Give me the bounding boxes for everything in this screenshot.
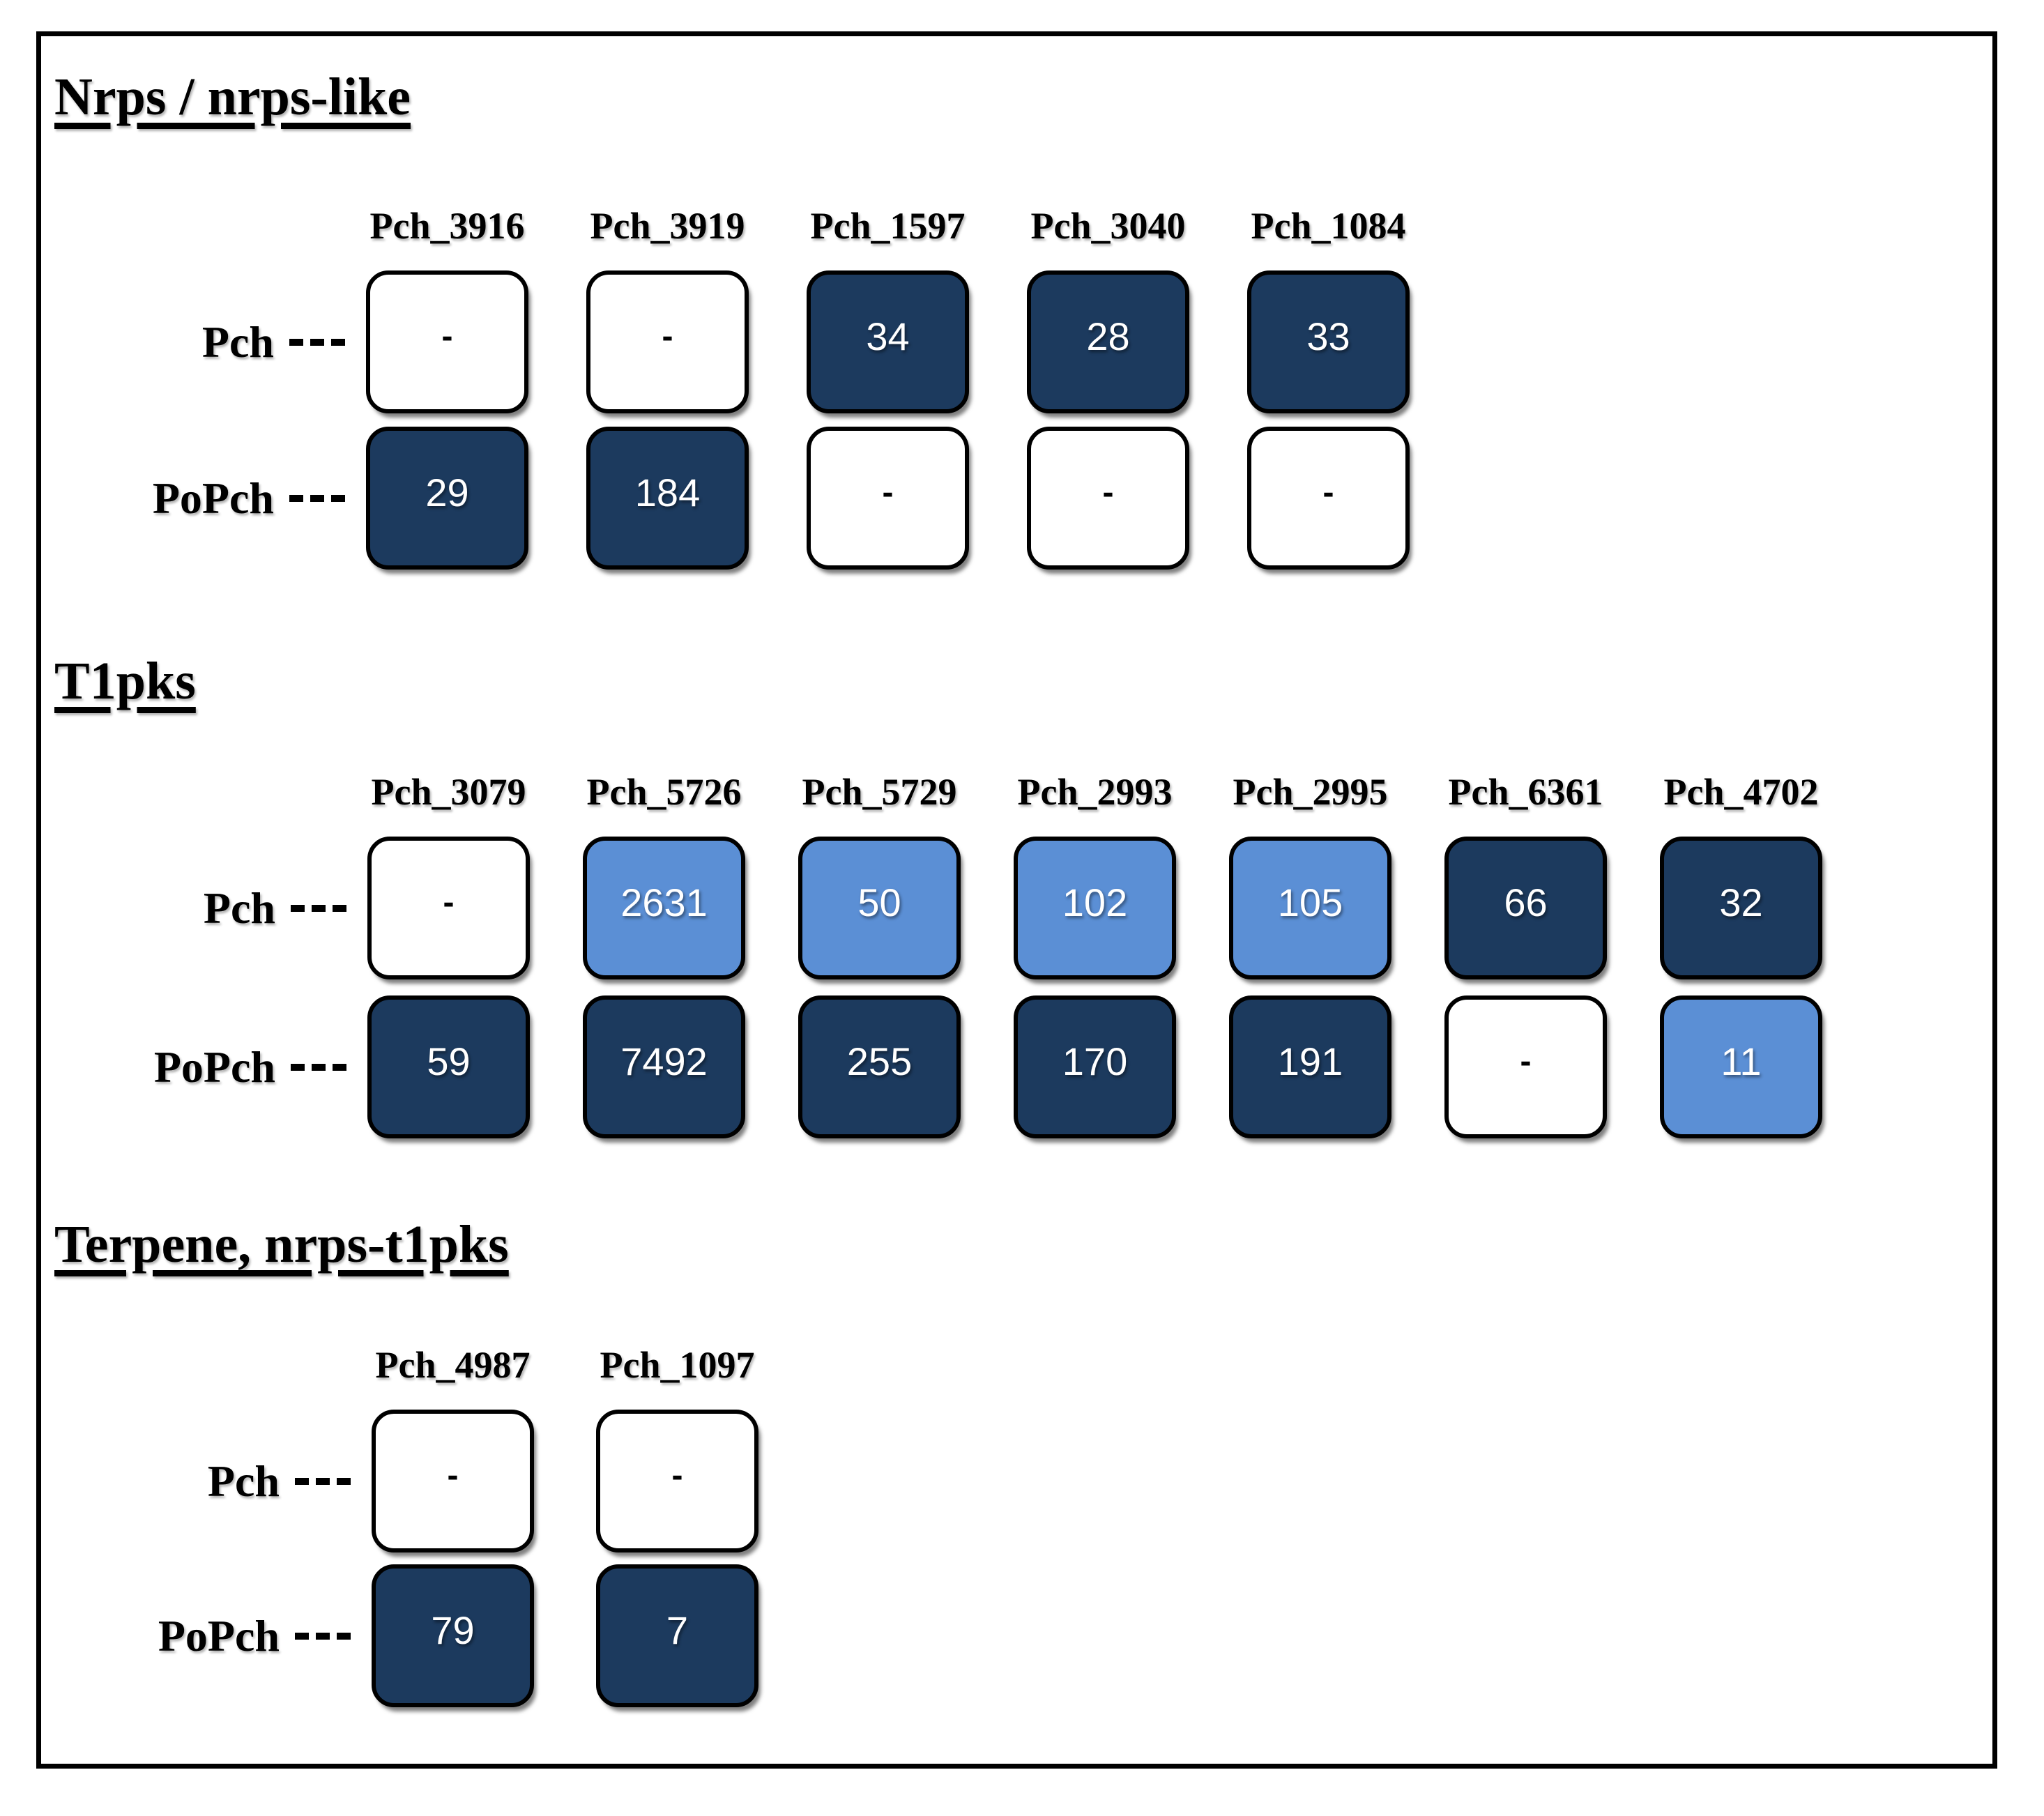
cell-value: -	[882, 474, 894, 511]
cell-value: 7492	[620, 1039, 708, 1083]
row-label-text: Pch	[207, 1456, 280, 1506]
cell-value: 2631	[620, 880, 708, 924]
cell-value: -	[662, 318, 673, 355]
gene-column-header: Pch_2993	[1017, 771, 1173, 813]
cell-value: 191	[1277, 1039, 1343, 1083]
expression-cell: 34	[807, 270, 969, 413]
cell-value: 59	[427, 1039, 471, 1083]
expression-cell: -	[372, 1410, 534, 1552]
cell-value: 184	[634, 471, 701, 514]
row-label-text: PoPch	[152, 473, 274, 523]
expression-cell: 59	[367, 995, 530, 1138]
expression-cell: 11	[1660, 995, 1822, 1138]
cell-value: 7	[666, 1608, 689, 1652]
row-label-text: PoPch	[153, 1041, 275, 1092]
expression-cell: -	[367, 837, 530, 979]
gene-column-header: Pch_6361	[1448, 771, 1603, 813]
section-title: Terpene, nrps-t1pks	[54, 1215, 509, 1274]
row-label-pch: Pch	[105, 837, 346, 979]
gene-column-header: Pch_3916	[369, 205, 525, 247]
expression-cell: -	[807, 427, 969, 570]
gene-column-header: Pch_3079	[371, 771, 526, 813]
cell-value: 11	[1721, 1039, 1762, 1083]
cell-value: -	[447, 1457, 459, 1494]
section-title: T1pks	[54, 652, 196, 710]
expression-cell: 28	[1027, 270, 1189, 413]
cell-value: -	[671, 1457, 683, 1494]
dash-leader-line	[289, 494, 345, 502]
expression-cell: 32	[1660, 837, 1822, 979]
expression-cell: -	[1247, 427, 1410, 570]
expression-cell: 2631	[583, 837, 745, 979]
expression-cell: 255	[798, 995, 961, 1138]
gene-column-header: Pch_1084	[1251, 205, 1406, 247]
cell-value: 33	[1306, 314, 1350, 358]
cell-value: 79	[431, 1608, 475, 1652]
expression-cell: 105	[1229, 837, 1391, 979]
expression-cell: 170	[1014, 995, 1176, 1138]
cell-value: 32	[1719, 880, 1763, 924]
expression-cell: 191	[1229, 995, 1391, 1138]
cell-value: 170	[1062, 1039, 1128, 1083]
expression-cell: -	[366, 270, 528, 413]
expression-cell: 29	[366, 427, 528, 570]
cell-value: -	[443, 884, 455, 921]
cell-value: -	[1520, 1043, 1532, 1080]
expression-cell: 50	[798, 837, 961, 979]
expression-cell: 184	[586, 427, 749, 570]
cell-value: -	[441, 318, 453, 355]
gene-column-header: Pch_1097	[600, 1344, 755, 1386]
row-label-pch: Pch	[105, 1410, 351, 1552]
expression-cell: 7	[596, 1564, 758, 1707]
dash-leader-line	[291, 1063, 346, 1071]
gene-column-header: Pch_3040	[1030, 205, 1186, 247]
expression-cell: -	[586, 270, 749, 413]
row-label-text: Pch	[201, 316, 274, 367]
row-label-text: PoPch	[158, 1610, 280, 1661]
gene-column-header: Pch_5729	[802, 771, 957, 813]
expression-cell: 7492	[583, 995, 745, 1138]
cell-value: 255	[846, 1039, 913, 1083]
cell-value: 66	[1504, 880, 1548, 924]
row-label-text: Pch	[203, 883, 275, 933]
row-label-pch: Pch	[105, 270, 345, 413]
gene-column-header: Pch_5726	[586, 771, 742, 813]
expression-cell: -	[1027, 427, 1189, 570]
gene-column-header: Pch_3919	[590, 205, 745, 247]
expression-cell: -	[1444, 995, 1607, 1138]
cell-value: -	[1102, 474, 1114, 511]
cell-value: 34	[866, 314, 910, 358]
dash-leader-line	[295, 1477, 351, 1485]
cell-value: -	[1322, 474, 1334, 511]
gene-column-header: Pch_4702	[1663, 771, 1819, 813]
row-label-popch: PoPch	[105, 1564, 351, 1707]
cell-value: 28	[1086, 314, 1130, 358]
gene-column-header: Pch_2995	[1233, 771, 1388, 813]
dash-leader-line	[295, 1632, 351, 1640]
figure-border-frame	[36, 31, 1997, 1769]
cell-value: 50	[857, 880, 901, 924]
dash-leader-line	[291, 904, 346, 912]
gene-column-header: Pch_1597	[810, 205, 966, 247]
cell-value: 29	[425, 471, 469, 514]
cell-value: 105	[1277, 880, 1343, 924]
row-label-popch: PoPch	[105, 427, 345, 570]
expression-cell: 33	[1247, 270, 1410, 413]
expression-cell: 66	[1444, 837, 1607, 979]
expression-cell: 102	[1014, 837, 1176, 979]
row-label-popch: PoPch	[105, 995, 346, 1138]
cell-value: 102	[1062, 880, 1128, 924]
section-title: Nrps / nrps-like	[54, 68, 411, 126]
expression-cell: 79	[372, 1564, 534, 1707]
dash-leader-line	[289, 338, 345, 346]
expression-cell: -	[596, 1410, 758, 1552]
gene-column-header: Pch_4987	[375, 1344, 531, 1386]
